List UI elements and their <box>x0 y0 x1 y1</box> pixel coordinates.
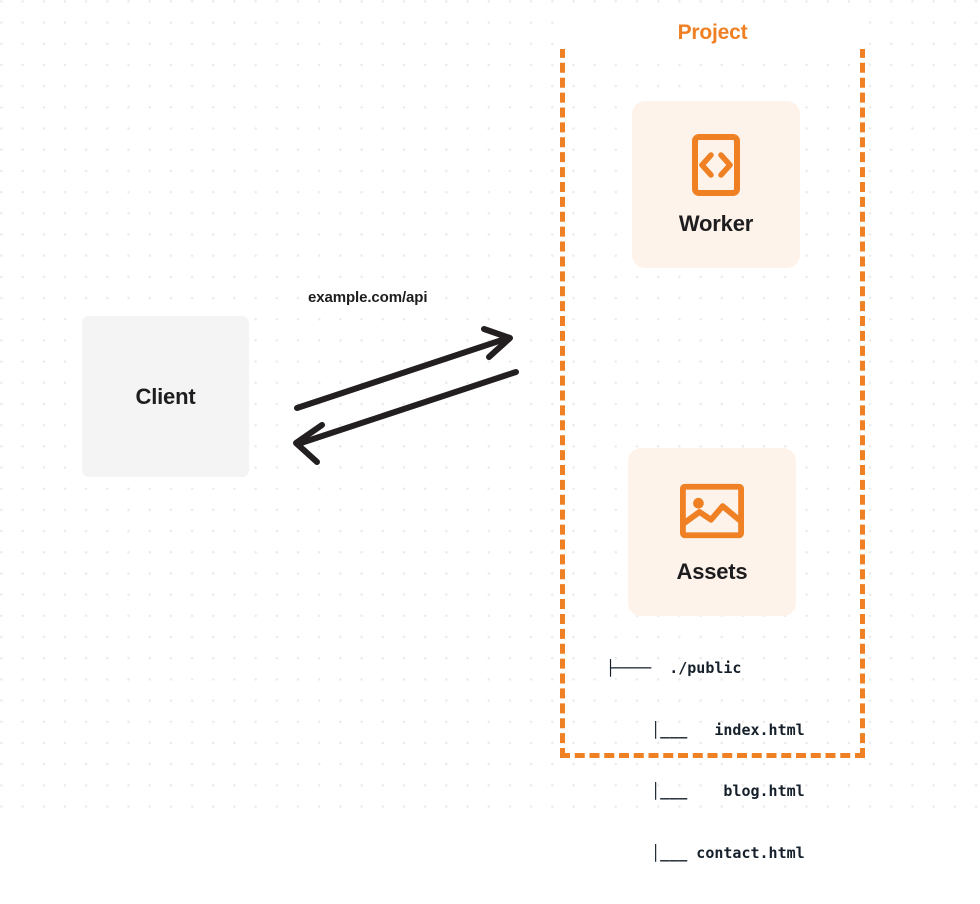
response-arrow <box>293 369 519 465</box>
assets-card-label: Assets <box>676 559 748 584</box>
image-icon <box>680 479 744 543</box>
assets-card: Assets <box>628 448 796 616</box>
worker-card: Worker <box>632 101 800 268</box>
code-brackets-icon <box>684 133 748 197</box>
assets-file-tree: ├──── ./public │___ index.html │___ blog… <box>606 617 805 904</box>
worker-card-label: Worker <box>678 210 754 236</box>
file-tree-line: │___ blog.html <box>606 782 805 800</box>
file-tree-line: ├──── ./public <box>606 659 742 677</box>
file-tree-line: │___ contact.html <box>606 843 805 862</box>
project-title-text: Project <box>669 21 756 44</box>
request-arrow <box>294 326 513 411</box>
client-label: Client <box>135 383 196 409</box>
connection-label: example.com/api <box>308 289 428 306</box>
diagram-canvas: Client example.com/api Project Worker <box>0 0 980 862</box>
client-node: Client <box>82 316 249 477</box>
file-tree-line: │___ index.html <box>606 720 805 739</box>
project-title: Project <box>560 19 865 49</box>
